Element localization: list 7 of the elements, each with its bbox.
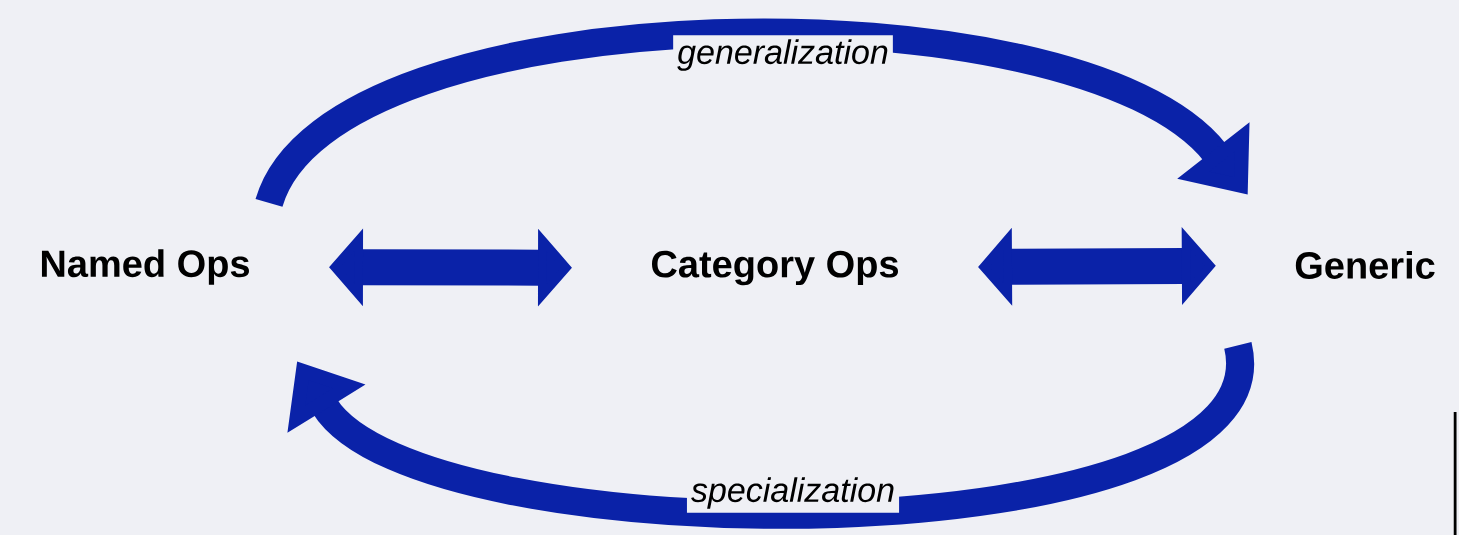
node-label: Generic xyxy=(1295,251,1435,279)
node-label: Category Ops xyxy=(652,250,898,286)
curved-arrow xyxy=(256,19,1250,210)
edge-label: generalization xyxy=(673,35,893,75)
edge-label: specialization xyxy=(686,473,900,513)
curved-arrow xyxy=(287,343,1252,528)
node-label: Named Ops xyxy=(41,249,249,285)
